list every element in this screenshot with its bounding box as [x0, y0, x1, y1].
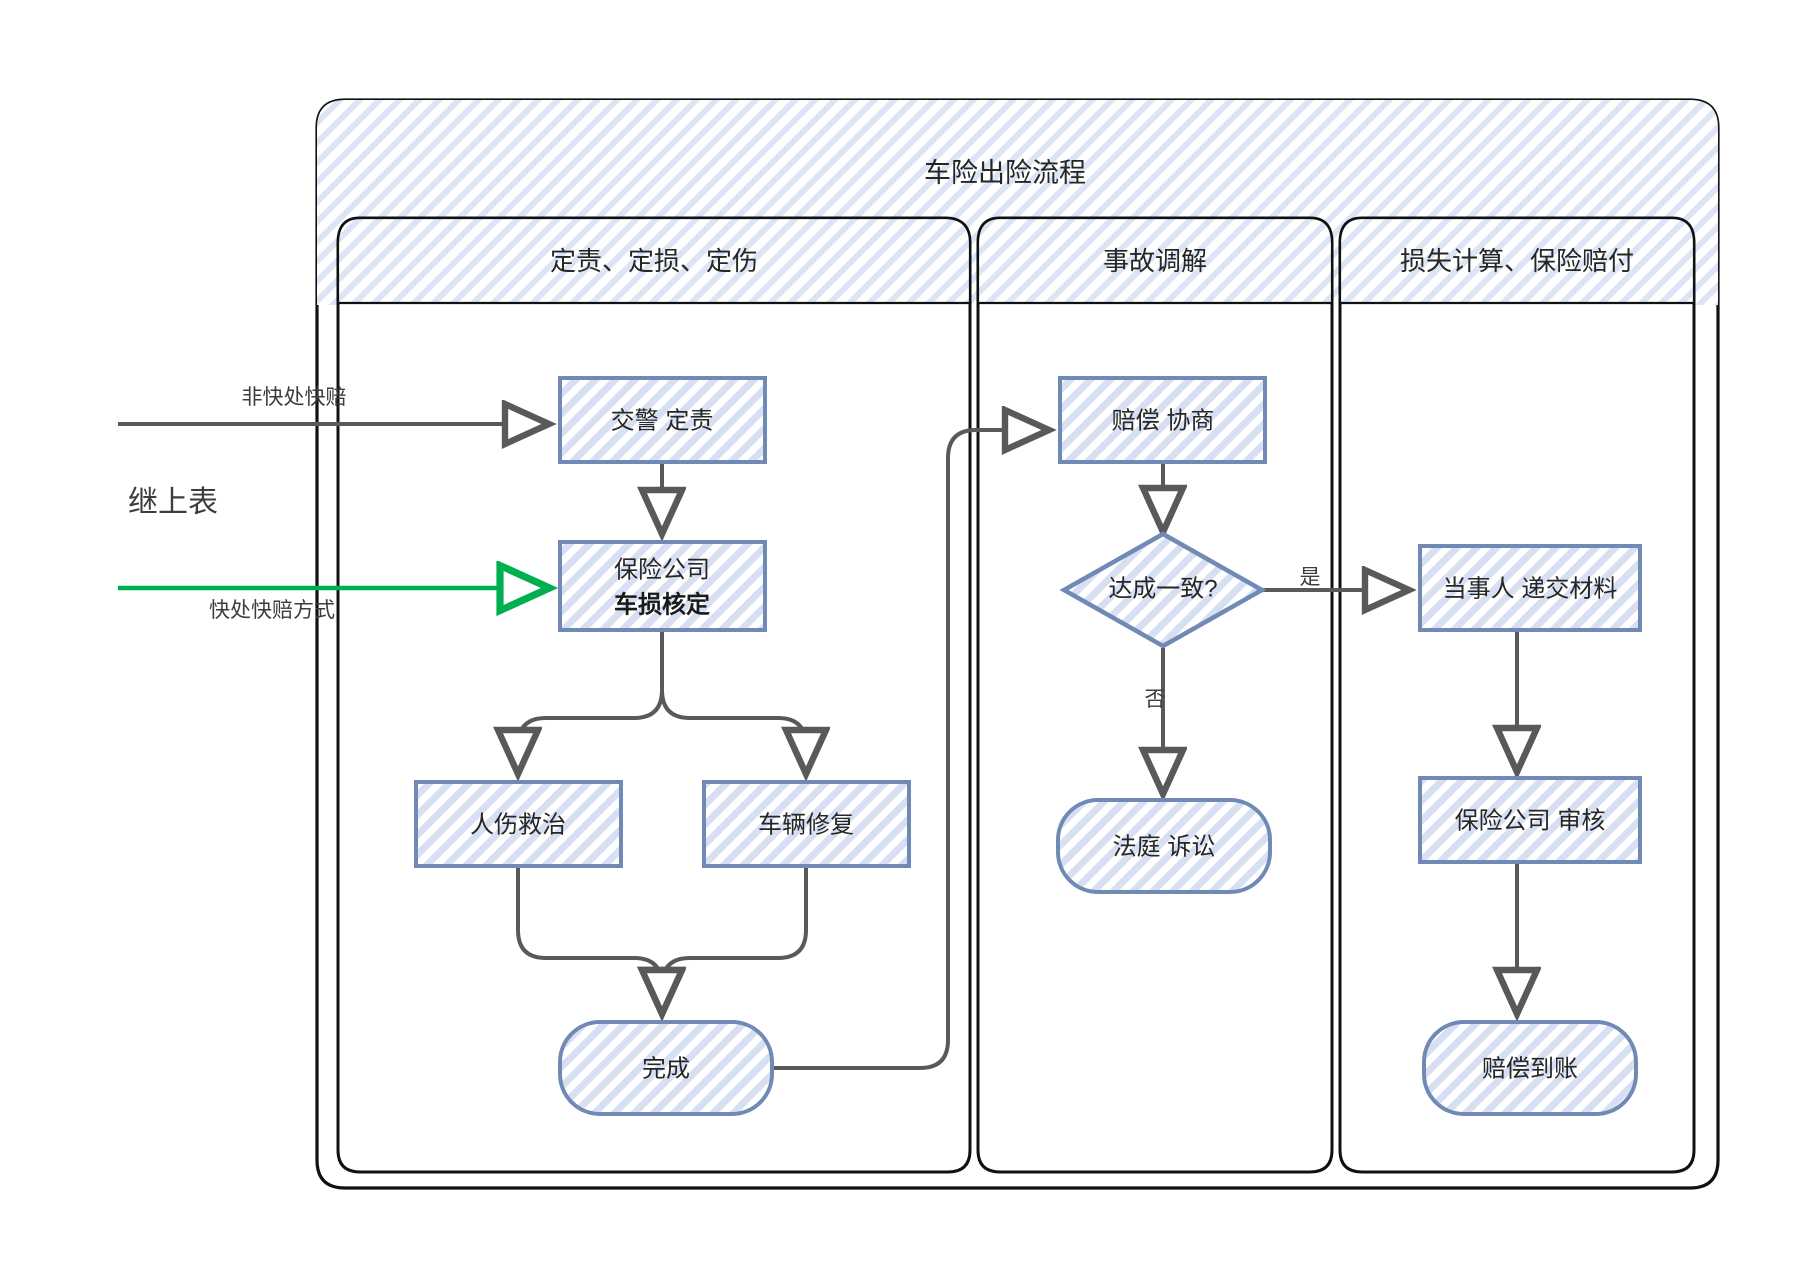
entry-edge-gray-label: 非快处快赔	[242, 386, 347, 409]
node-dangshiren-dijiao[interactable]: 当事人 递交材料	[1418, 544, 1642, 632]
node-label: 当事人 递交材料	[1443, 575, 1618, 602]
entry-edge-green-label: 快处快赔方式	[209, 599, 335, 622]
lane-title-3: 损失计算、保险赔付	[1400, 246, 1634, 276]
node-peichang-xieshang[interactable]: 赔偿 协商	[1058, 376, 1267, 464]
edge-n2-n4	[660, 630, 806, 770]
node-label-line1: 保险公司	[614, 556, 710, 583]
node-label: 赔偿 协商	[1112, 407, 1215, 434]
node-label: 法庭 诉讼	[1113, 833, 1216, 860]
lane-title-1: 定责、定损、定伤	[550, 246, 758, 276]
edge-n5-n6	[772, 430, 1045, 1070]
node-label: 车辆修复	[758, 811, 854, 838]
edge-label-yes: 是	[1300, 566, 1321, 589]
edge-n2-n3	[518, 630, 664, 770]
entry-edge-gray: 非快处快赔	[118, 386, 545, 424]
node-label: 保险公司 审核	[1455, 807, 1606, 834]
node-fating-susong[interactable]: 法庭 诉讼	[1056, 798, 1272, 894]
node-baoxian-shenhe[interactable]: 保险公司 审核	[1418, 776, 1642, 864]
node-cheliang-xiufu[interactable]: 车辆修复	[702, 780, 911, 868]
node-label: 赔偿到账	[1482, 1055, 1578, 1082]
entry-edge-green: 快处快赔方式	[118, 588, 545, 622]
node-label: 达成一致?	[1108, 575, 1217, 602]
lane2-header-fill	[976, 216, 1334, 305]
side-note-text: 继上表	[128, 486, 218, 519]
node-dacheng-yizhi-decision[interactable]: 达成一致?	[1059, 531, 1267, 649]
lane-title-2: 事故调解	[1103, 246, 1207, 276]
lane1-header-fill	[336, 216, 972, 305]
lane3-header-fill	[1338, 216, 1696, 305]
node-label: 人伤救治	[470, 811, 566, 838]
node-label-line2: 车损核定	[614, 590, 710, 618]
node-label: 完成	[642, 1055, 690, 1082]
node-baoxian-chesun[interactable]: 保险公司 车损核定	[558, 540, 767, 632]
node-label: 交警 定责	[611, 407, 714, 434]
diagram-title: 车险出险流程	[924, 158, 1086, 188]
node-wancheng[interactable]: 完成	[558, 1020, 774, 1116]
node-renshang-jiuzhi[interactable]: 人伤救治	[414, 780, 623, 868]
lane-group-1: 定责、定损、定伤	[336, 216, 972, 1174]
node-jiaojing-dingze[interactable]: 交警 定责	[558, 376, 767, 464]
node-peichang-daozhang[interactable]: 赔偿到账	[1422, 1020, 1638, 1116]
edge-n4-n5	[662, 866, 808, 1010]
edge-label-no: 否	[1145, 688, 1166, 711]
